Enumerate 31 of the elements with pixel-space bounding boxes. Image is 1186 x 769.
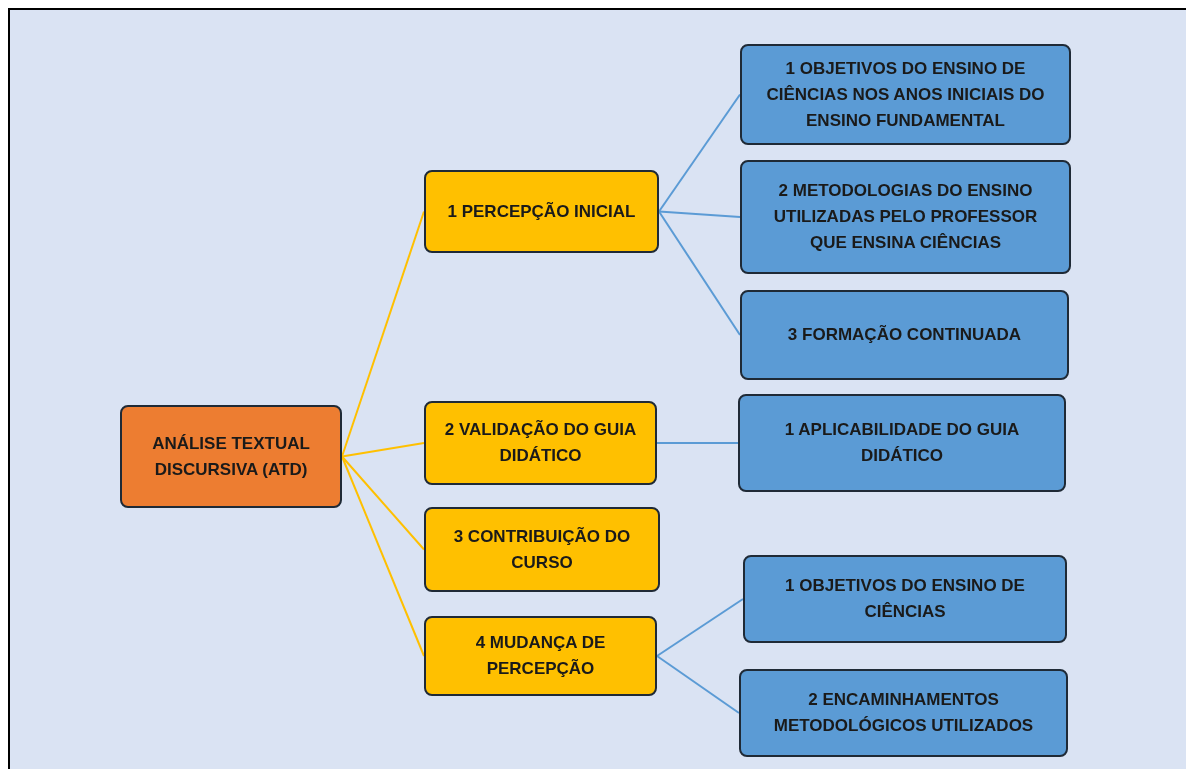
connector-line bbox=[656, 655, 740, 714]
topic-text: 3 FORMAÇÃO CONTINUADA bbox=[787, 324, 1022, 346]
topic-box bbox=[743, 555, 1067, 643]
connector-line bbox=[341, 455, 425, 551]
topic-box bbox=[739, 669, 1068, 757]
topic-box bbox=[424, 170, 659, 253]
connector-line bbox=[341, 442, 425, 458]
connector-line bbox=[658, 210, 741, 336]
topic-text: 2 ENCAMINHAMENTOS METODOLÓGICOS UTILIZADOS bbox=[772, 689, 1035, 737]
topic-box bbox=[120, 405, 342, 508]
topic-text: ANÁLISE TEXTUAL DISCURSIVA (ATD) bbox=[151, 432, 311, 481]
topic-box bbox=[740, 290, 1069, 380]
topic-box bbox=[740, 44, 1071, 145]
connector-line bbox=[656, 442, 739, 444]
connector-line bbox=[656, 598, 744, 657]
topic-text: 4 MUDANÇA DE PERCEPÇÃO bbox=[474, 632, 607, 680]
topic-box bbox=[424, 616, 657, 696]
topic-text: 1 OBJETIVOS DO ENSINO DE CIÊNCIAS bbox=[784, 575, 1026, 623]
connector-line bbox=[658, 210, 741, 218]
connector-line bbox=[658, 93, 741, 213]
connector-line bbox=[341, 210, 425, 458]
topic-text: 3 CONTRIBUIÇÃO DO CURSO bbox=[452, 525, 632, 574]
topic-text: 2 METODOLOGIAS DO ENSINO UTILIZADAS PELO PROFESSOR QUE ENSINA CIÊNCIAS bbox=[772, 180, 1039, 254]
topic-box bbox=[424, 507, 660, 592]
topic-box bbox=[424, 401, 657, 485]
topic-text: 2 VALIDAÇÃO DO GUIA DIDÁTICO bbox=[443, 419, 638, 467]
topic-text: 1 APLICABILIDADE DO GUIA DIDÁTICO bbox=[783, 419, 1021, 467]
topic-text: 1 OBJETIVOS DO ENSINO DE CIÊNCIAS NOS ANOS INICIAIS DO ENSINO FUNDAMENTAL bbox=[765, 57, 1046, 132]
topic-text: 1 PERCEPÇÃO INICIAL bbox=[447, 200, 636, 223]
topic-box bbox=[738, 394, 1066, 492]
topic-box bbox=[740, 160, 1071, 274]
